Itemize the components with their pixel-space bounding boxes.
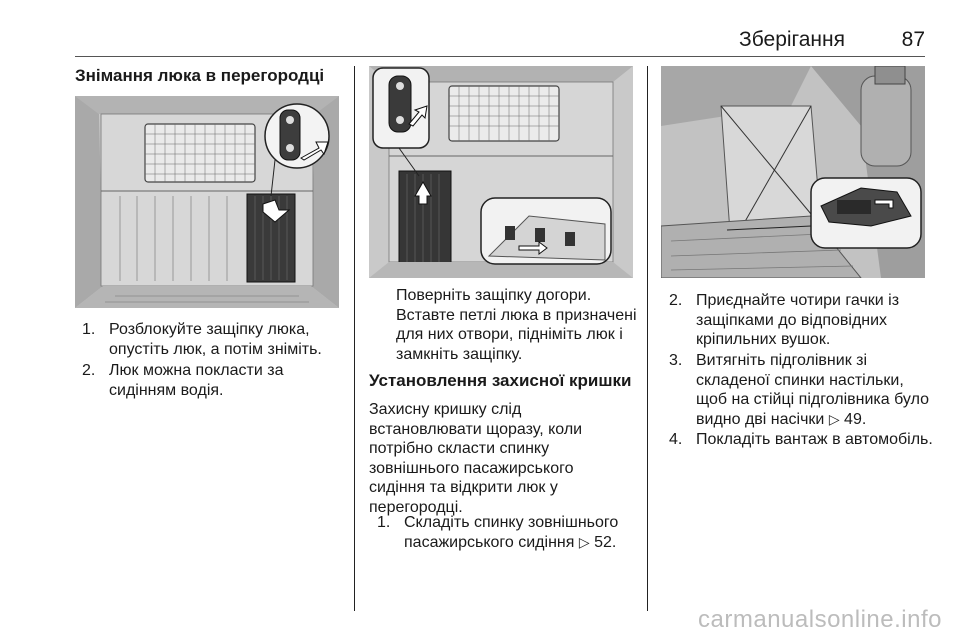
- page-reference-icon[interactable]: ▷: [578, 533, 590, 550]
- figure-protective-cover: [661, 66, 925, 278]
- header-rule: [75, 56, 925, 57]
- page-header: Зберігання 87: [75, 28, 925, 52]
- column-divider: [354, 66, 355, 611]
- watermark: carmanualsonline.info: [698, 606, 942, 633]
- page-reference-icon[interactable]: ▷: [828, 410, 840, 427]
- column-divider: [647, 66, 648, 611]
- figure-partition-hatch: [75, 96, 339, 308]
- figure-hatch-install: [369, 66, 633, 278]
- section-heading: Установлення захисної кришки: [369, 371, 632, 390]
- section-heading: Знімання люка в перегородці: [75, 66, 325, 85]
- instruction-text: Поверніть защіпку догори. Вставте петлі …: [396, 287, 637, 363]
- section-title: Зберігання: [739, 28, 845, 51]
- page-number: 87: [901, 28, 925, 51]
- body-paragraph: Захисну кришку слід встановлювати щоразу…: [369, 401, 583, 516]
